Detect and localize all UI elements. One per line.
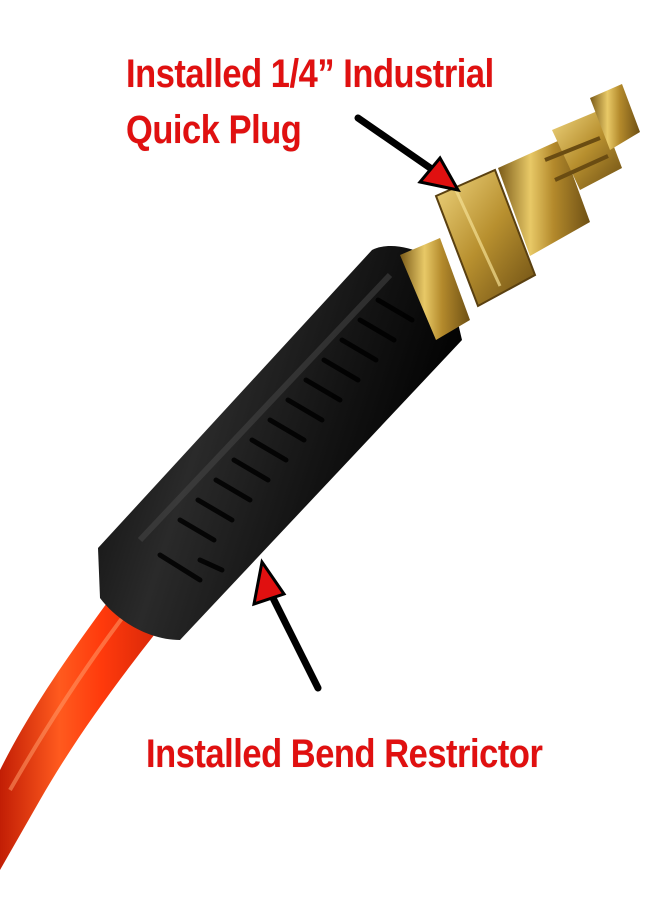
bend-restrictor: [98, 246, 462, 641]
bend-restrictor-label: Installed Bend Restrictor: [146, 732, 543, 776]
quick-plug-fitting: [400, 84, 640, 340]
arrow-to-quick-plug: [354, 114, 461, 193]
air-hose: [0, 585, 170, 870]
quick-plug-label-line-1: Installed 1/4” Industrial: [126, 52, 494, 96]
quick-plug-label-line-2: Quick Plug: [126, 108, 302, 152]
arrow-to-bend-restrictor: [252, 558, 322, 692]
